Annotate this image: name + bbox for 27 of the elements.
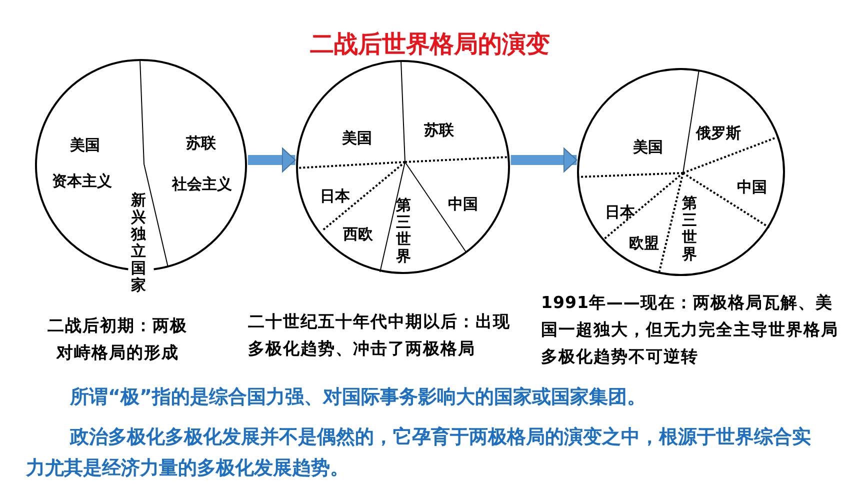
segment-label: 日本 (605, 203, 635, 221)
pie-circle (576, 67, 786, 277)
segment-label: 资本主义 (52, 172, 112, 190)
segment-label: 苏联 (186, 134, 216, 152)
segment-label: 第三世界 (682, 195, 698, 263)
title: 二战后世界格局的演变 (309, 29, 551, 60)
segment-label: 社会主义 (172, 174, 233, 195)
segment-label: 第三世界 (396, 197, 412, 265)
note-paragraph: 政治多极化多极化发展并不是偶然的，它孕育于两极格局的演变之中，根源于世界综合实力尤其是经济力量的多极化发展趋势。 (26, 425, 812, 481)
segment-label: 美国 (70, 136, 100, 154)
block-arrow (510, 148, 578, 172)
segment-label: 俄罗斯 (696, 124, 741, 142)
segment-label: 新兴独立国家 (131, 192, 147, 294)
segment-label: 美国 (633, 138, 663, 156)
segment-label: 中国 (737, 178, 767, 196)
segment-label: 美国 (342, 129, 372, 147)
segment-label: 中国 (448, 195, 478, 213)
segment-label: 苏联 (424, 121, 454, 139)
caption-text: 二战后初期：两极对峙格局的形成 (46, 315, 188, 364)
pie-circle (295, 59, 511, 275)
caption-text: 1991年——现在：两极格局瓦解、美国一超独大，但无力完全主导世界格局多极化趋势不可逆转 (541, 292, 840, 368)
segment-label: 欧盟 (629, 234, 659, 252)
caption-text: 二十世纪五十年代中期以后：出现多极化趋势、冲击了两极格局 (248, 311, 512, 360)
note-paragraph: 所谓“极”指的是综合国力强、对国际事务影响大的国家或国家集团。 (70, 385, 647, 410)
segment-label: 日本 (320, 187, 350, 205)
block-arrow (248, 148, 296, 172)
segment-label: 西欧 (343, 225, 373, 243)
